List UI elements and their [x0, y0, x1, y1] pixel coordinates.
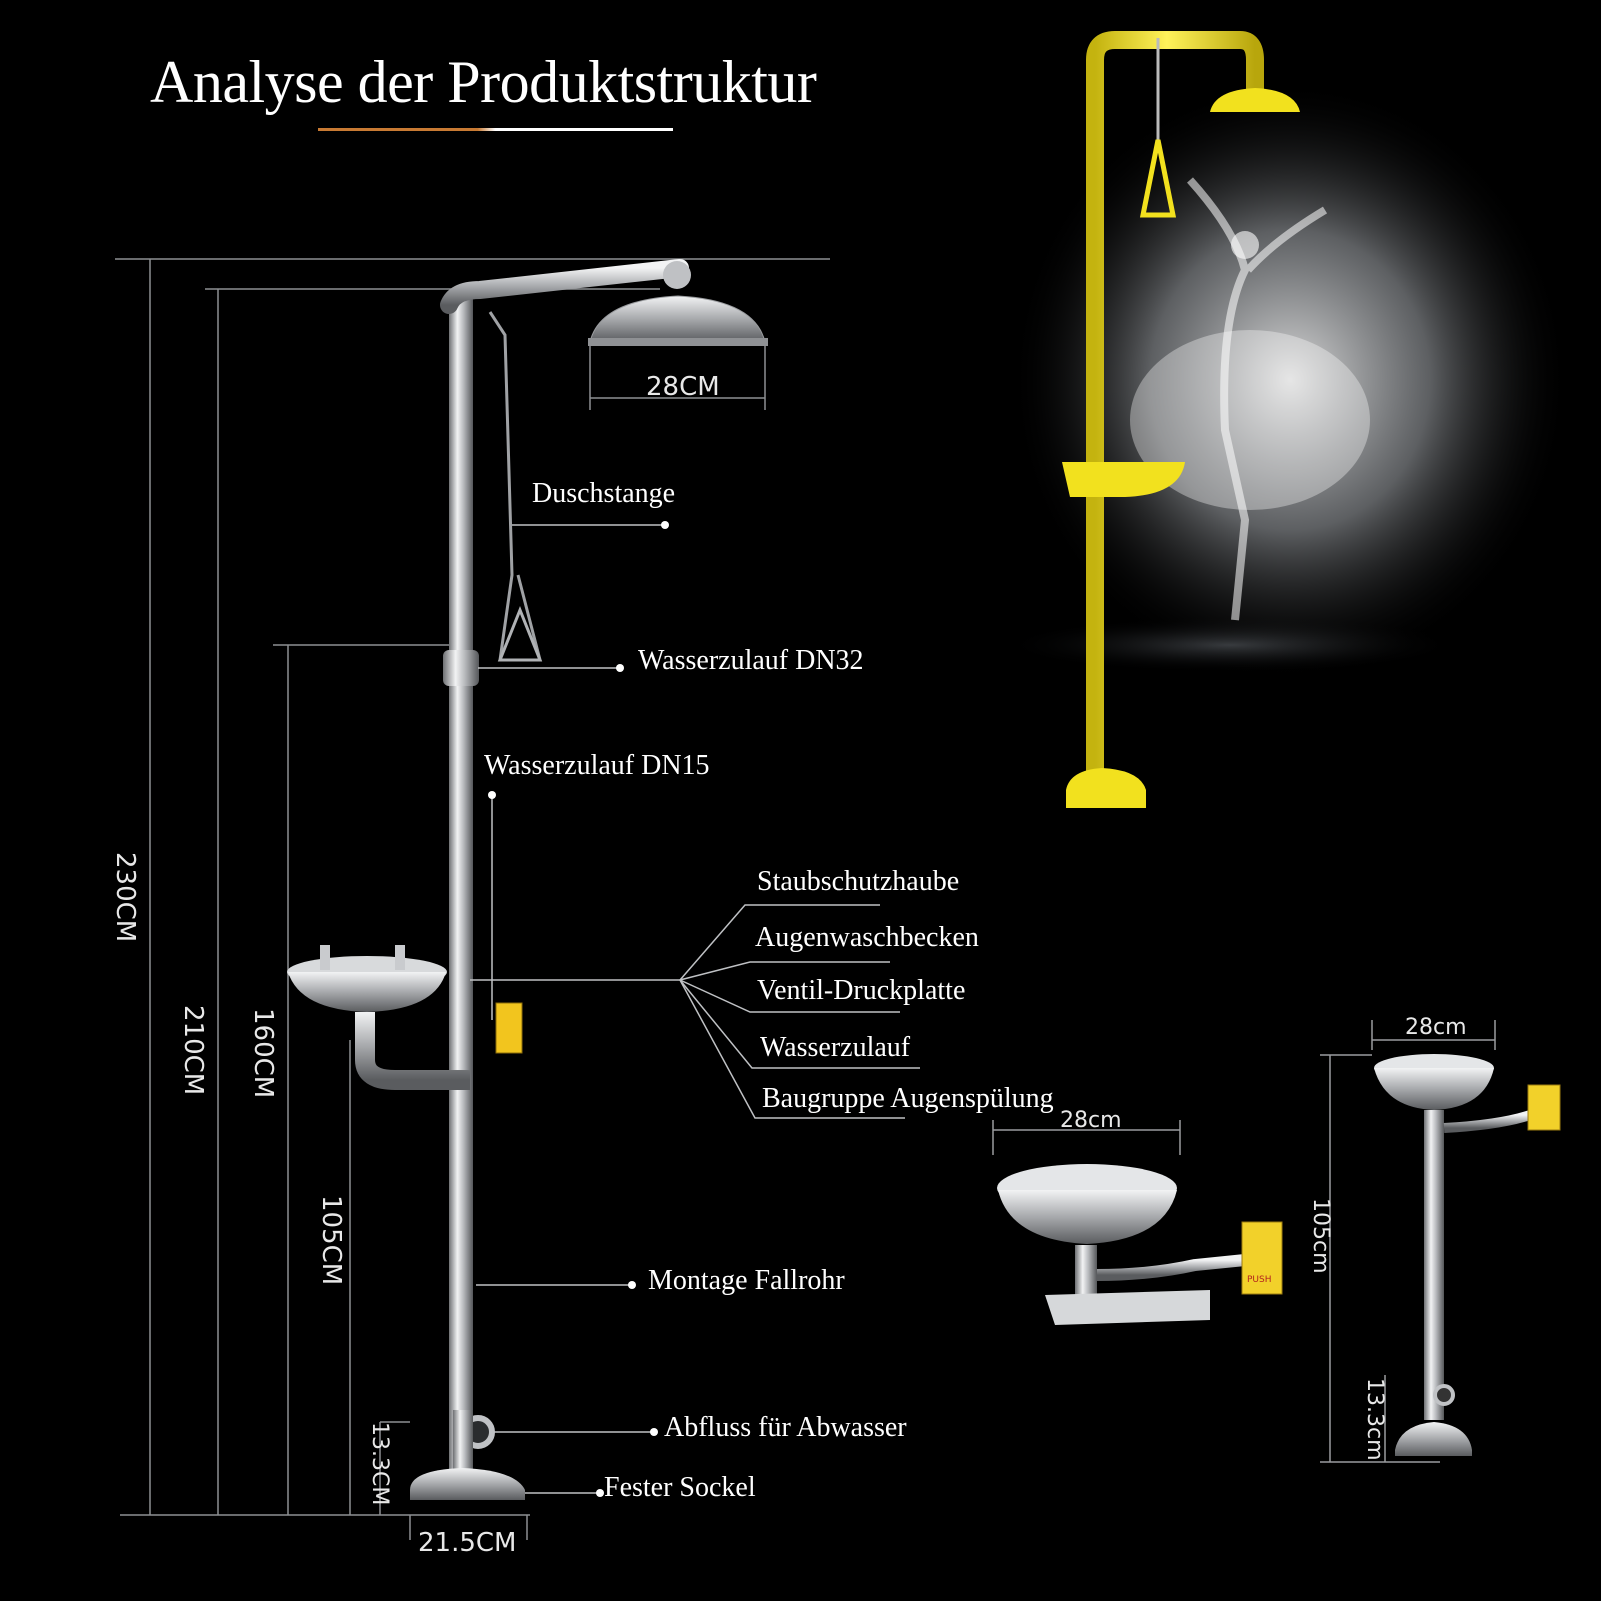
- dim-shower-arm-height: 210CM: [178, 1005, 208, 1096]
- label-dust-cover: Staubschutzhaube: [757, 866, 960, 897]
- pedestal-bowl-width: 28cm: [1405, 1015, 1467, 1040]
- label-water-inlet-dn15: Wasserzulauf DN15: [484, 750, 710, 781]
- yellow-eyewash-bowl: [1062, 462, 1185, 497]
- pull-handle: [497, 605, 543, 662]
- leader-lines: [470, 524, 920, 1494]
- dimension-lines: [115, 258, 830, 1540]
- label-pull-rod: Duschstange: [532, 478, 676, 509]
- push-plate-text: PUSH: [1247, 1275, 1272, 1285]
- yellow-base: [1066, 768, 1146, 808]
- shower-head: [589, 295, 766, 343]
- wall-mounted-eyewash: PUSH: [992, 1120, 1283, 1325]
- dancer-figure: [1187, 177, 1328, 621]
- yellow-shower-frame: [1086, 31, 1264, 785]
- shower-arm: [440, 259, 689, 314]
- dim-shower-head-width: 28CM: [646, 372, 720, 402]
- label-waste-drain: Abfluss für Abwasser: [664, 1412, 907, 1443]
- label-valve-push-plate: Ventil-Druckplatte: [757, 975, 966, 1006]
- dim-drain-height: 13.3CM: [367, 1422, 392, 1506]
- dn32-coupling: [443, 650, 479, 686]
- label-drop-pipe: Montage Fallrohr: [648, 1265, 845, 1296]
- page-title: Analyse der Produktstruktur: [150, 49, 817, 115]
- dim-base-width: 21.5CM: [418, 1528, 517, 1558]
- label-fixed-base: Fester Sockel: [604, 1472, 756, 1503]
- main-column: [449, 295, 473, 1490]
- dim-total-height: 230CM: [110, 852, 140, 943]
- pedestal-eyewash: [1320, 1020, 1561, 1463]
- label-water-inlet-dn32: Wasserzulauf DN32: [638, 645, 864, 676]
- pedestal-height: 105cm: [1308, 1198, 1333, 1274]
- valve-push-plate: [495, 1002, 523, 1054]
- base-plate: [410, 1468, 525, 1500]
- label-eyewash-assembly: Baugruppe Augenspülung: [762, 1083, 1054, 1114]
- yellow-shower-head: [1210, 88, 1300, 112]
- pedestal-drain-height: 13.3cm: [1362, 1378, 1387, 1461]
- water-spray: [1010, 80, 1570, 680]
- dim-bowl-height: 160CM: [248, 1008, 278, 1099]
- label-water-inlet: Wasserzulauf: [760, 1032, 911, 1063]
- pull-rod: [488, 311, 542, 662]
- dim-lower-pipe: 105CM: [316, 1195, 346, 1286]
- label-eyewash-bowl: Augenwaschbecken: [755, 922, 979, 953]
- bowl-supply-pipe: [355, 1012, 470, 1090]
- wall-unit-bowl-width: 28cm: [1060, 1108, 1122, 1133]
- eyewash-bowl: [288, 972, 446, 1012]
- title-underline: [318, 128, 673, 131]
